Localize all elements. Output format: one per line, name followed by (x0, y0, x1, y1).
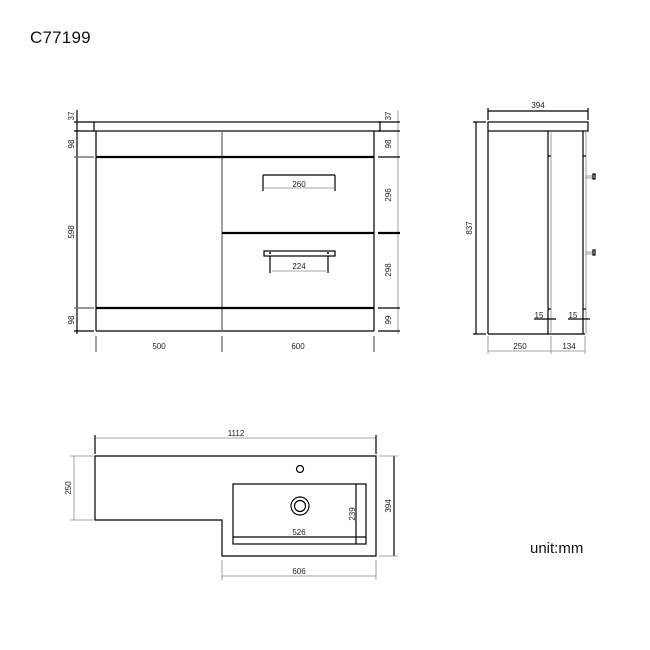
worktop-plan-outline (94, 455, 377, 557)
tap-hole-icon (295, 464, 305, 474)
dim-side-gap-left: 15 (535, 311, 544, 320)
dim-basin-unit-width: 606 (292, 567, 306, 576)
front-view: 37 98 598 98 37 98 296 298 99 500 600 26… (67, 110, 400, 352)
unit-label: unit:mm (530, 540, 584, 557)
top-view: 1112 250 394 526 239 606 (64, 429, 398, 580)
dim-overall-width: 1112 (228, 429, 245, 438)
dim-side-height: 837 (465, 221, 474, 235)
dim-basin-depth: 239 (348, 507, 357, 521)
dim-right-drawer-bottom: 298 (384, 263, 393, 277)
drawer-handle-top: 260 (262, 174, 336, 191)
dim-side-depth: 394 (531, 101, 545, 110)
dim-left-door: 598 (67, 225, 76, 239)
dim-left-plinth: 98 (67, 315, 76, 324)
side-view: 394 837 15 15 250 134 (465, 101, 596, 354)
product-code-title: C77199 (30, 28, 91, 47)
drawer-handle-bottom: 224 (263, 250, 336, 273)
dim-right-depth: 394 (384, 499, 393, 513)
dim-handle-top: 260 (292, 180, 306, 189)
drain-inner-icon (293, 499, 307, 513)
dim-side-right: 134 (562, 342, 576, 351)
dim-handle-bottom: 224 (292, 262, 306, 271)
dim-right-top-panel: 98 (384, 139, 393, 148)
dim-left-depth: 250 (64, 481, 73, 495)
dim-right-plinth: 99 (384, 315, 393, 324)
dim-side-left: 250 (513, 342, 527, 351)
worktop-outline (93, 121, 381, 132)
basin-outline (232, 483, 367, 545)
drain-outer-icon (290, 496, 310, 516)
dim-side-gap-right: 15 (569, 311, 578, 320)
dim-right-worktop: 37 (384, 111, 393, 120)
dim-left-width: 500 (152, 342, 166, 351)
dim-left-worktop: 37 (67, 111, 76, 120)
dim-basin-width: 526 (292, 528, 306, 537)
dim-right-drawer-top: 296 (384, 188, 393, 202)
dim-right-width: 600 (291, 342, 305, 351)
dim-left-top-panel: 98 (67, 139, 76, 148)
